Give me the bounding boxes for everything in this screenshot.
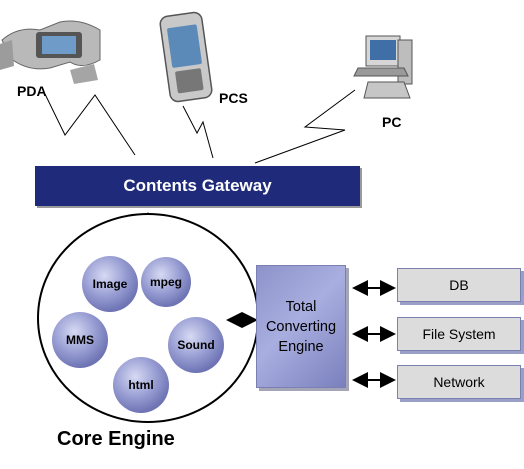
pcs-label: PCS [219,90,248,106]
module-label: html [128,378,153,392]
pc-illustration [353,35,413,99]
module-label: Image [93,277,128,291]
module-bubble: MMS [52,312,108,368]
pcs-illustration [159,11,213,103]
pcs-link-line [182,105,214,159]
file-system-label: File System [422,326,496,342]
file-system-box: File System [397,317,521,351]
network-label: Network [433,374,485,390]
core-engine-label: Core Engine [57,428,175,450]
module-bubble: mpeg [141,257,191,307]
pc-label: PC [382,114,402,130]
db-label: DB [449,277,469,293]
pda-illustration [0,20,101,84]
module-label: mpeg [150,275,182,289]
module-label: MMS [66,333,94,347]
total-converting-engine-box: Total Converting Engine [256,265,346,388]
pda-label: PDA [17,83,47,99]
module-bubble: Sound [168,317,224,373]
contents-gateway-box: Contents Gateway [35,166,360,206]
contents-gateway-label: Contents Gateway [123,176,272,195]
pda-link-line [44,93,136,156]
db-box: DB [397,268,521,302]
total-converting-engine-label: Total Converting Engine [265,298,337,355]
network-box: Network [397,365,521,399]
pc-link-line [254,89,356,164]
module-label: Sound [177,338,214,352]
module-bubble: Image [82,256,138,312]
module-bubble: html [113,357,169,413]
